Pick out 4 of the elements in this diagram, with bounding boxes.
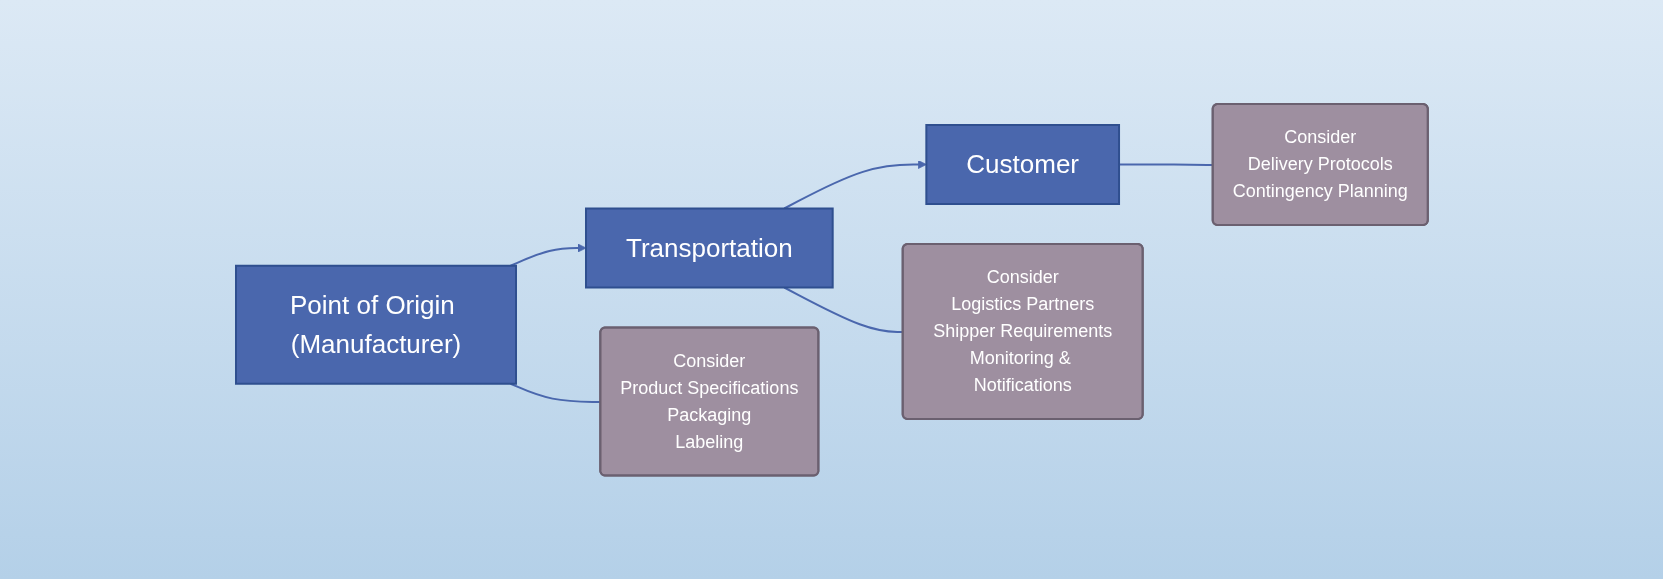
node-box: Customer bbox=[924, 123, 1120, 205]
node-box: Transportation bbox=[584, 207, 834, 289]
node-box: Point of Origin (Manufacturer) bbox=[234, 264, 517, 385]
arrow bbox=[509, 243, 586, 267]
